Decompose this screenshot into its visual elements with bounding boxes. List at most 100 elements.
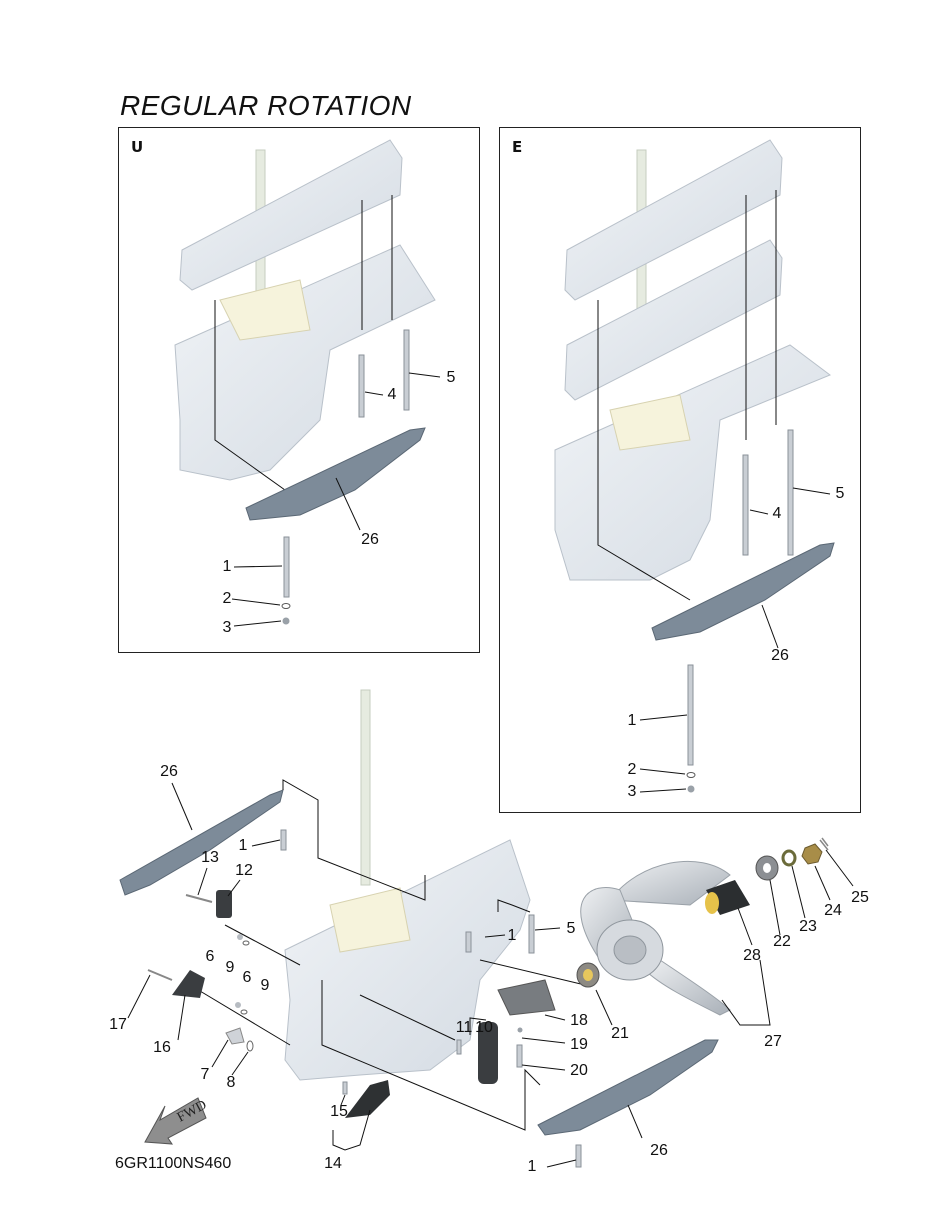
callout-leader-e-26 <box>761 604 779 649</box>
callout-m-7: 7 <box>200 1066 210 1083</box>
bolt-5-e <box>787 429 794 556</box>
cl-m-26b <box>627 1104 643 1139</box>
callout-m-1c: 1 <box>527 1158 537 1175</box>
callout-e-26: 26 <box>771 647 789 664</box>
nut-3-e <box>687 785 695 793</box>
callout-leader-u-4 <box>364 391 384 396</box>
plate-26-main-lower <box>537 1039 719 1136</box>
bushing-28-face <box>705 892 719 914</box>
callout-e-2: 2 <box>627 761 637 778</box>
panel-e-letter: E <box>512 138 523 156</box>
leader-main-mid <box>359 994 456 1041</box>
cl-m-15 <box>340 1094 346 1106</box>
cotter-pin-25 <box>819 837 829 851</box>
cl-m-10 <box>469 1017 487 1035</box>
cl-m-1b <box>484 934 506 938</box>
callout-u-1: 1 <box>222 558 232 575</box>
leader-main-12 <box>224 924 301 966</box>
anode-16 <box>172 970 205 998</box>
part-9b <box>240 1009 248 1015</box>
callout-m-19: 19 <box>570 1036 588 1053</box>
bolt-1-main-c <box>575 1144 582 1168</box>
extension-plate-e-upper <box>564 139 783 301</box>
cl-m-22 <box>769 879 781 936</box>
water-pump-main <box>329 887 411 953</box>
callout-m-6a: 6 <box>205 948 215 965</box>
bolt-5-main <box>528 914 535 954</box>
bolt-20 <box>516 1044 523 1068</box>
callout-u-5: 5 <box>446 369 456 386</box>
propeller-27 <box>580 860 731 1016</box>
main-exploded-view: FWD <box>119 689 854 1168</box>
diagram-code: 6GR1100NS460 <box>115 1155 232 1172</box>
plate-26-u <box>245 427 426 521</box>
water-pump-u <box>219 279 311 341</box>
leader-main-left <box>189 984 291 1046</box>
cl-m-25 <box>825 849 854 887</box>
panel-u-drawing <box>174 139 441 627</box>
bolt-1-u <box>283 536 290 598</box>
cl-m-26a <box>171 782 193 831</box>
callout-m-11: 11 <box>455 1019 473 1036</box>
callout-m-25: 25 <box>851 889 869 906</box>
callout-e-3: 3 <box>627 783 637 800</box>
callout-leader-u-1 <box>233 565 283 568</box>
callout-e-4: 4 <box>772 505 782 522</box>
leader-main-bottom <box>321 980 541 1131</box>
callout-u-3: 3 <box>222 619 232 636</box>
callout-m-27: 27 <box>764 1033 782 1050</box>
callout-m-23: 23 <box>799 918 817 935</box>
callout-m-5: 5 <box>566 920 576 937</box>
fwd-arrow-icon: FWD <box>144 1097 209 1145</box>
cl-m-27 <box>721 959 771 1026</box>
plug-7 <box>225 1027 245 1045</box>
callout-m-15: 15 <box>330 1103 348 1120</box>
callout-m-28: 28 <box>743 947 761 964</box>
callout-leader-e-1 <box>639 714 688 721</box>
cl-m-5 <box>534 927 561 931</box>
callout-m-9a: 9 <box>225 959 235 976</box>
callout-m-14: 14 <box>324 1155 342 1172</box>
bolt-15 <box>342 1081 348 1095</box>
washer-19 <box>517 1027 523 1033</box>
leader-main-top <box>282 779 426 901</box>
bolt-13 <box>185 894 213 903</box>
part-6b <box>235 1002 241 1008</box>
callout-m-24: 24 <box>824 902 842 919</box>
cl-m-16 <box>177 994 186 1041</box>
callout-u-2: 2 <box>222 590 232 607</box>
lower-case-main <box>284 839 531 1081</box>
callout-leader-e-3 <box>639 788 687 793</box>
washer-23 <box>781 849 797 867</box>
callout-m-13: 13 <box>201 849 219 866</box>
driveshaft-main <box>360 689 371 886</box>
gasket-8 <box>246 1040 254 1052</box>
callout-m-17: 17 <box>109 1016 127 1033</box>
panel-e-drawing <box>554 139 835 793</box>
leader-e-left <box>597 300 691 601</box>
bolt-4-e <box>742 454 749 556</box>
bolt-17 <box>147 969 173 981</box>
part-9a <box>242 940 250 946</box>
cl-m-18 <box>544 1014 566 1021</box>
water-pump-e <box>609 394 691 451</box>
callout-m-1b: 1 <box>507 927 517 944</box>
part-6a <box>237 934 243 940</box>
callout-leader-e-2 <box>639 768 686 775</box>
washer-22-hole <box>763 863 771 873</box>
nut-3-u <box>282 617 290 625</box>
callout-leader-u-3 <box>233 620 282 627</box>
callout-m-12: 12 <box>235 862 253 879</box>
callout-m-1a: 1 <box>238 837 248 854</box>
spacer-21-core <box>583 969 593 981</box>
leader-main-21 <box>479 959 586 986</box>
callout-leader-u-5 <box>408 372 441 378</box>
extension-plate-u <box>179 139 403 291</box>
callout-m-18: 18 <box>570 1012 588 1029</box>
cl-m-1a <box>251 839 281 847</box>
plate-26-e <box>651 542 835 641</box>
cl-m-14 <box>332 1109 371 1151</box>
callout-leader-e-4 <box>749 509 769 515</box>
callout-m-10: 10 <box>475 1019 493 1036</box>
